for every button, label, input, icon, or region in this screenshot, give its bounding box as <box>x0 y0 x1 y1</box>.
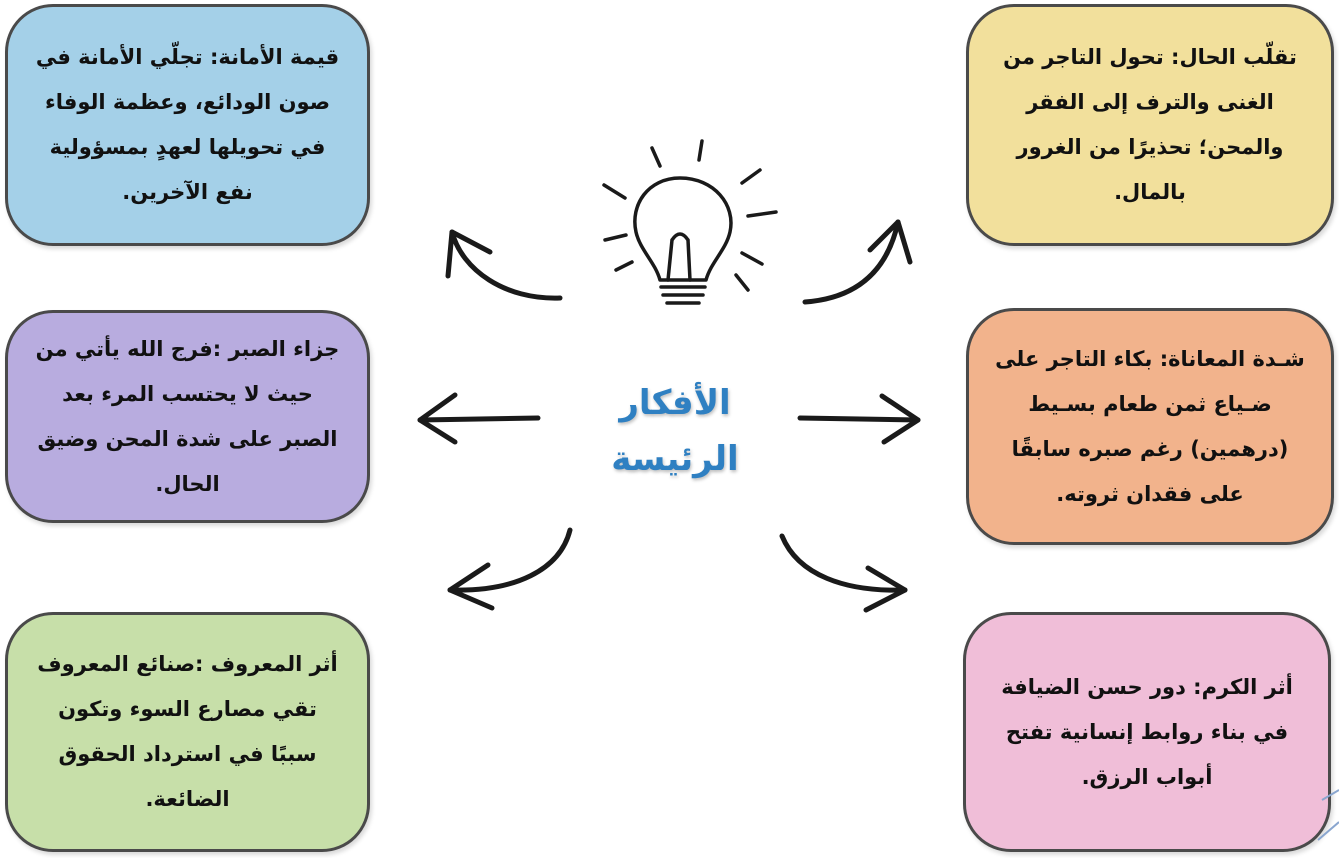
arrow-bottom-right <box>779 533 908 613</box>
center-title: الأفكار الرئيسة <box>540 375 810 487</box>
arrow-top-right <box>802 219 913 305</box>
idea-card-muanat: شـدة المعاناة: بكاء التاجر على ضـياع ثمن… <box>966 308 1334 545</box>
idea-card-sabr: جزاء الصبر :فرج الله يأتي من حيث لا يحتس… <box>5 310 370 523</box>
idea-text-tahawul: تقلّب الحال: تحول التاجر من الغنى والترف… <box>1003 45 1297 204</box>
arrow-mid-left <box>417 392 541 445</box>
idea-card-tahawul: تقلّب الحال: تحول التاجر من الغنى والترف… <box>966 4 1334 246</box>
idea-card-karam: أثر الكرم: دور حسن الضيافة في بناء روابط… <box>963 612 1331 852</box>
idea-text-muanat: شـدة المعاناة: بكاء التاجر على ضـياع ثمن… <box>995 346 1305 506</box>
idea-text-maruf: أثر المعروف :صنائع المعروف تقي مصارع الس… <box>37 652 338 811</box>
idea-card-maruf: أثر المعروف :صنائع المعروف تقي مصارع الس… <box>5 612 370 852</box>
center-title-line2: الرئيسة <box>611 439 739 479</box>
center-title-line1: الأفكار <box>619 383 731 423</box>
idea-text-amana: قيمة الأمانة: تجلّي الأمانة في صون الودا… <box>35 45 340 204</box>
idea-text-karam: أثر الكرم: دور حسن الضيافة في بناء روابط… <box>1001 674 1293 789</box>
arrow-mid-right <box>797 393 921 445</box>
idea-card-amana: قيمة الأمانة: تجلّي الأمانة في صون الودا… <box>5 4 370 246</box>
lightbulb-icon <box>602 139 778 305</box>
arrow-bottom-left <box>447 527 573 611</box>
arrow-top-left <box>445 229 563 301</box>
idea-text-sabr: جزاء الصبر :فرج الله يأتي من حيث لا يحتس… <box>35 336 340 496</box>
corner-decoration <box>1317 789 1339 841</box>
